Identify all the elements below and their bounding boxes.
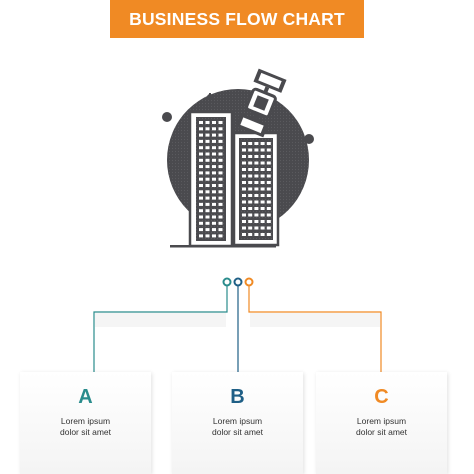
tall-building: [188, 110, 234, 248]
step-text-c-line1: Lorem ipsum: [356, 416, 407, 426]
step-text-a-line2: dolor sit amet: [59, 427, 112, 437]
step-text-b-line2: dolor sit amet: [211, 427, 264, 437]
step-card-b: B Lorem ipsum dolor sit amet: [172, 372, 303, 474]
step-text-a: Lorem ipsum dolor sit amet: [20, 416, 151, 438]
orbit-dot-left: [162, 112, 172, 122]
connector-c: [248, 286, 382, 374]
step-letter-b: B: [230, 386, 245, 408]
right-building: [232, 131, 280, 247]
step-letter-c: C: [374, 386, 389, 408]
orbit-dot-right: [304, 134, 314, 144]
satellite: [235, 68, 287, 138]
node-dot-c: [244, 277, 254, 287]
page-title: BUSINESS FLOW CHART: [129, 8, 345, 29]
step-text-b: Lorem ipsum dolor sit amet: [172, 416, 303, 438]
step-text-b-line1: Lorem ipsum: [212, 416, 263, 426]
step-text-c: Lorem ipsum dolor sit amet: [316, 416, 447, 438]
title-banner: BUSINESS FLOW CHART: [110, 0, 364, 38]
connector-a: [93, 286, 228, 374]
step-card-a: A Lorem ipsum dolor sit amet: [20, 372, 151, 474]
step-card-c: C Lorem ipsum dolor sit amet: [316, 372, 447, 474]
step-letter-a: A: [78, 386, 93, 408]
step-text-c-line2: dolor sit amet: [355, 427, 408, 437]
antenna: [209, 93, 211, 113]
node-dot-b: [233, 277, 243, 287]
step-text-a-line1: Lorem ipsum: [60, 416, 111, 426]
node-dot-a: [222, 277, 232, 287]
